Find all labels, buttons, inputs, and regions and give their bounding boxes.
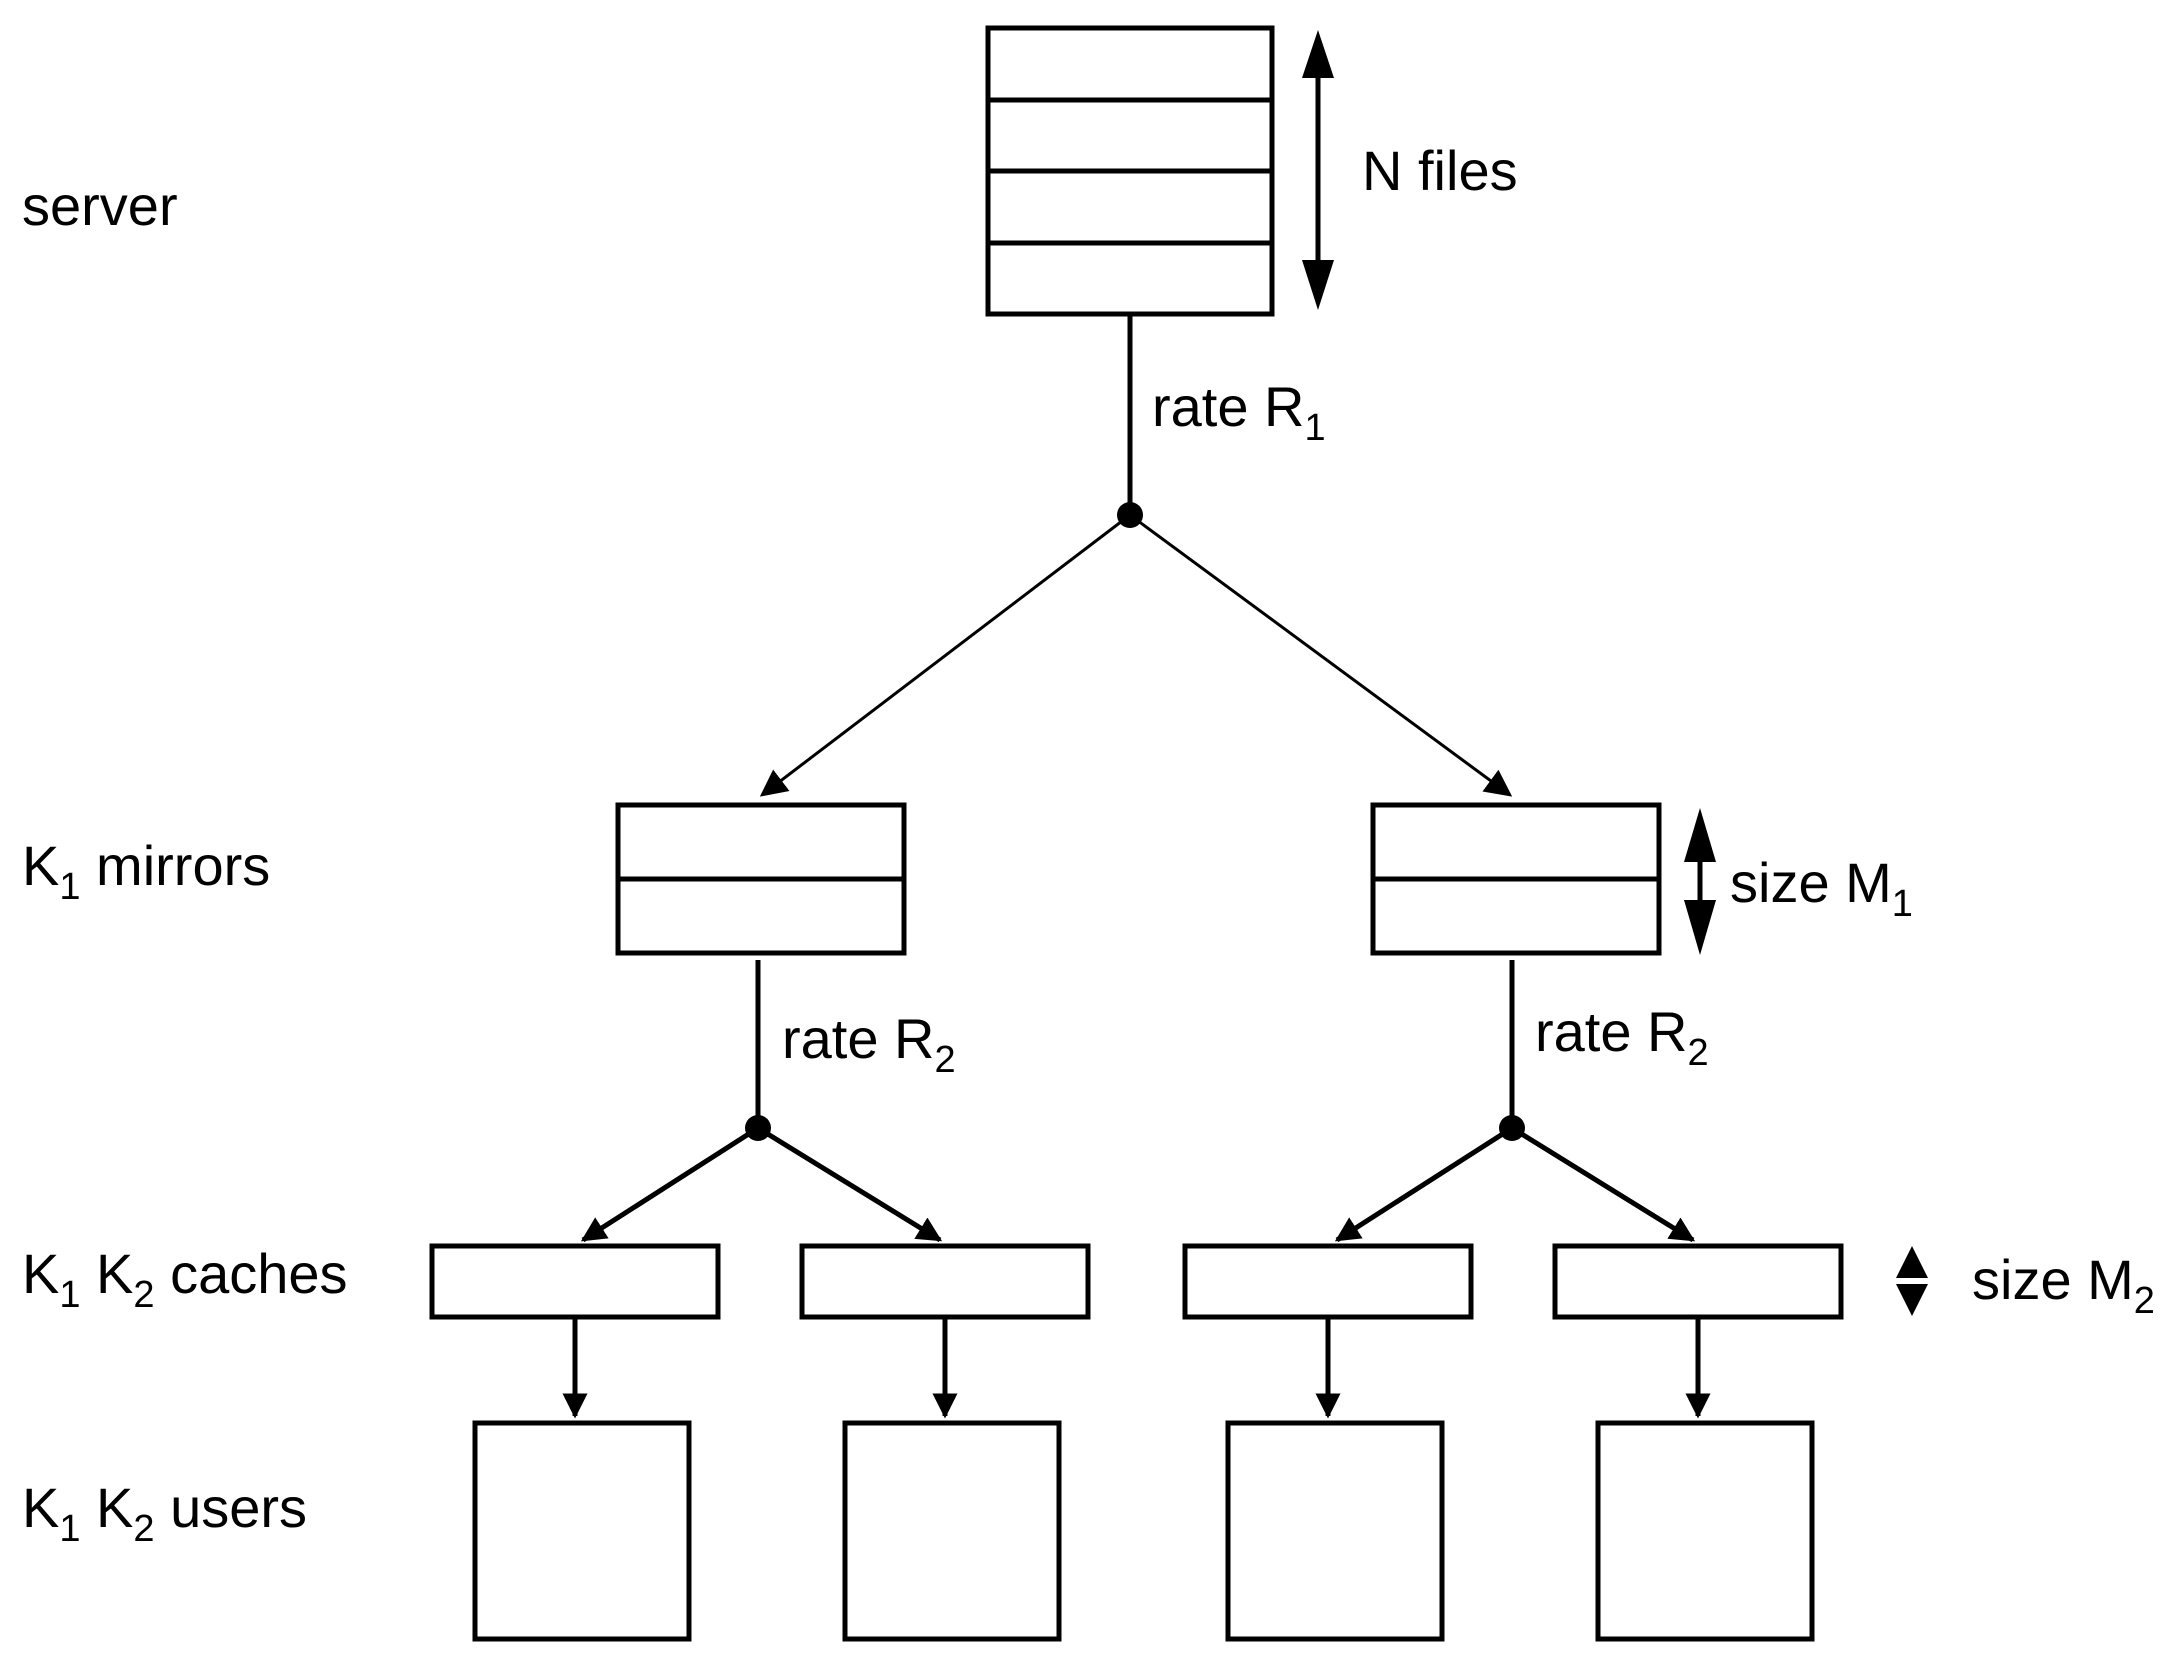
size-m2-double-arrow bbox=[1896, 1246, 1928, 1316]
user-box-4 bbox=[1595, 1420, 1815, 1642]
branch-arrow-cache-2 bbox=[756, 1125, 943, 1243]
rate-r2-right-label: rate R2 bbox=[1535, 1000, 1709, 1074]
mirror-box-left bbox=[615, 802, 907, 956]
level-label-users: K1 K2 users bbox=[22, 1476, 307, 1550]
level-label-mirrors: K1 mirrors bbox=[22, 834, 270, 908]
branch-arrow-cache-3 bbox=[1334, 1125, 1514, 1243]
size-m2-label: size M2 bbox=[1972, 1248, 2155, 1322]
server-box bbox=[985, 25, 1275, 317]
cache-box-4 bbox=[1552, 1243, 1844, 1320]
level-label-caches: K1 K2 caches bbox=[22, 1242, 348, 1316]
user-box-2 bbox=[842, 1420, 1062, 1642]
cache-box-2 bbox=[799, 1243, 1091, 1320]
cache-box-1 bbox=[429, 1243, 721, 1320]
size-m1-double-arrow bbox=[1684, 808, 1716, 955]
rate-r2-left-label: rate R2 bbox=[782, 1007, 956, 1081]
branch-arrow-mirror-right bbox=[1129, 513, 1513, 797]
n-files-label: N files bbox=[1362, 139, 1518, 202]
level-label-server: server bbox=[22, 174, 178, 237]
branch-arrow-cache-1 bbox=[580, 1125, 760, 1243]
user-box-3 bbox=[1225, 1420, 1445, 1642]
branch-arrow-cache-4 bbox=[1510, 1125, 1696, 1243]
rate-r1-label: rate R1 bbox=[1152, 375, 1326, 449]
cache-box-3 bbox=[1182, 1243, 1474, 1320]
user-box-1 bbox=[472, 1420, 692, 1642]
size-m1-label: size M1 bbox=[1730, 851, 1913, 925]
branch-arrow-mirror-left bbox=[759, 513, 1131, 797]
mirror-box-right bbox=[1370, 802, 1662, 956]
n-files-double-arrow bbox=[1302, 30, 1334, 310]
